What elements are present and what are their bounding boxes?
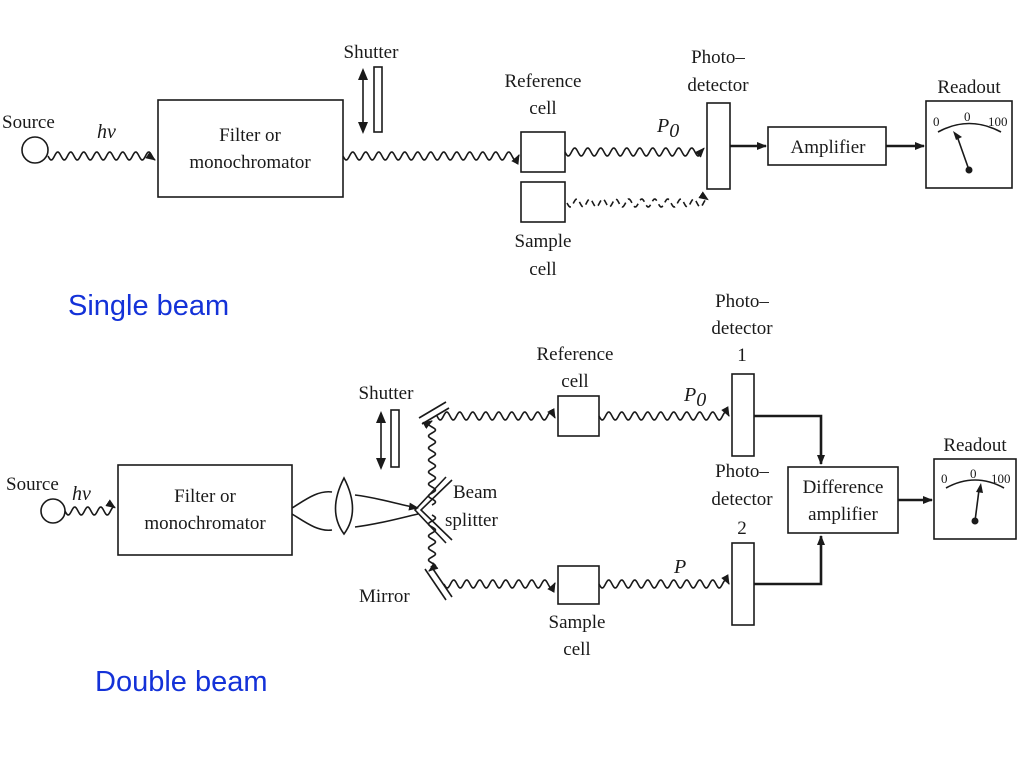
double-sample-label-1: Sample (549, 612, 606, 633)
double-detector2-number: 2 (737, 518, 747, 539)
double-meter-scale-arc (945, 479, 1005, 489)
double-readout-label: Readout (943, 435, 1007, 456)
single-source-label: Source (2, 112, 55, 133)
double-beam-splitter-label-1: Beam (453, 482, 498, 503)
double-wire-detector1-to-diff (754, 414, 825, 465)
double-beam-mirror-to-sample (443, 579, 556, 593)
single-filter-label-2: monochromator (189, 152, 311, 173)
double-filter-label-1: Filter or (174, 486, 236, 507)
double-readout-meter (933, 458, 1017, 540)
single-meter-scale-low: 0 (933, 114, 940, 129)
double-diff-label-1: Difference (803, 477, 884, 498)
single-hv-label: hν (97, 121, 116, 143)
double-p0-subscript: 0 (696, 389, 706, 411)
single-beam-cell-to-detector (564, 147, 705, 158)
double-meter-scale-low: 0 (941, 471, 948, 486)
double-beam-reference-to-detector1 (598, 406, 730, 421)
single-meter-needle (956, 135, 970, 171)
double-beam-splitter-to-bottom-mirror (427, 514, 439, 572)
double-sample-label-2: cell (563, 639, 590, 660)
double-p0-symbol: P (683, 384, 696, 406)
double-wire-detector2-to-diff (754, 535, 825, 586)
single-detector-label-1: Photo– (691, 47, 745, 68)
double-bottom-mirror (424, 565, 453, 601)
double-beam-source-to-filter (64, 499, 116, 516)
single-meter-scale-mid: 0 (964, 109, 971, 124)
double-reference-cell (557, 395, 600, 437)
single-detector-label-2: detector (687, 75, 749, 96)
single-p0-subscript: 0 (669, 120, 679, 142)
double-detector2-label-1: Photo– (715, 461, 769, 482)
double-p-label: P (673, 556, 686, 578)
double-beam-filter-to-lens-top (291, 490, 333, 509)
double-sample-cell (557, 565, 600, 605)
double-beam-splitter-to-top-mirror (422, 420, 437, 506)
double-beam-diagram: Source hν Filter or monochromator Shutte… (6, 291, 1017, 698)
single-reference-cell (520, 131, 566, 173)
double-shutter-label: Shutter (359, 383, 415, 404)
single-beam-filter-to-cell (342, 151, 520, 165)
single-beam-heading: Single beam (68, 290, 229, 322)
double-p0-label: P0 (683, 384, 706, 411)
double-diff-label-2: amplifier (808, 504, 878, 525)
double-difference-amplifier (787, 466, 899, 534)
single-reference-label-1: Reference (505, 71, 582, 92)
single-shutter-arrow-head-down (358, 122, 368, 134)
single-shutter-plate (373, 66, 383, 133)
double-meter-needle-tip (976, 483, 983, 493)
single-sample-cell (520, 181, 566, 223)
double-filter-box (117, 464, 293, 556)
single-source-lamp (21, 136, 49, 164)
single-filter-label-1: Filter or (219, 125, 281, 146)
single-amplifier-label: Amplifier (791, 137, 867, 158)
double-filter-label-2: monochromator (144, 513, 266, 534)
double-beam-splitter-label-2: splitter (445, 510, 498, 531)
single-meter-scale-high: 100 (988, 114, 1008, 129)
double-source-label: Source (6, 474, 59, 495)
double-hv-label: hν (72, 483, 91, 505)
single-meter-pivot (965, 166, 973, 174)
single-filter-box (157, 99, 344, 198)
double-beam-mirror-to-reference (436, 408, 556, 421)
single-p0-label: P0 (656, 115, 679, 142)
double-photodetector-1 (731, 373, 755, 457)
single-shutter-arrow-head-up (358, 68, 368, 80)
single-reference-label-2: cell (529, 98, 556, 119)
double-beam-sample-to-detector2 (598, 574, 730, 589)
double-shutter-arrow-head-down (376, 458, 386, 470)
double-beam-lens-to-splitter-lower (354, 513, 419, 528)
double-detector1-number: 1 (737, 345, 747, 366)
double-meter-scale-high: 100 (991, 471, 1011, 486)
single-p0-symbol: P (656, 115, 669, 137)
double-reference-label-1: Reference (537, 344, 614, 365)
double-beam-filter-to-lens-bottom (291, 513, 333, 532)
double-source-lamp (40, 498, 66, 524)
double-photodetector-2 (731, 542, 755, 626)
single-beam-diagram: Source hν Filter or monochromator Shutte… (2, 42, 1013, 322)
double-mirror-label: Mirror (359, 586, 410, 607)
double-shutter-plate (390, 409, 400, 468)
double-beam-lens-to-splitter (354, 494, 419, 511)
double-detector2-label-2: detector (711, 489, 773, 510)
double-meter-scale-mid: 0 (970, 466, 977, 481)
single-readout-label: Readout (937, 77, 1001, 98)
single-beam-source-to-filter (47, 151, 156, 161)
double-beam-heading: Double beam (95, 666, 268, 698)
single-sample-label-2: cell (529, 259, 556, 280)
single-photodetector (706, 102, 731, 190)
double-lens (334, 476, 354, 536)
double-shutter-arrow-head-up (376, 411, 386, 423)
single-sample-beam-dashed (566, 191, 709, 208)
single-meter-needle-tip (953, 131, 962, 140)
single-meter-scale-arc (937, 122, 1002, 133)
single-shutter-label: Shutter (344, 42, 400, 63)
double-meter-pivot (971, 517, 979, 525)
double-beam-splitter (413, 476, 453, 544)
single-sample-label-1: Sample (515, 231, 572, 252)
double-detector1-label-1: Photo– (715, 291, 769, 312)
double-reference-label-2: cell (561, 371, 588, 392)
double-detector1-label-2: detector (711, 318, 773, 339)
double-meter-needle (974, 489, 980, 522)
